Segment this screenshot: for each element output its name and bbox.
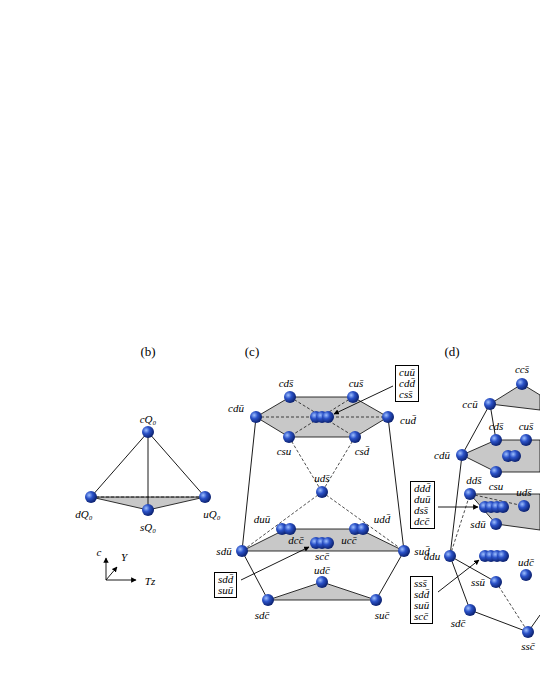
state-label: ssū — [471, 576, 485, 588]
state-label: ddd̄ — [414, 483, 431, 494]
state-label: csd̄ — [355, 445, 370, 457]
state-label: dQ₀ — [75, 508, 92, 520]
state-label: sQ₀ — [140, 521, 156, 533]
state-label: suc̄ — [375, 609, 390, 621]
state-label: csu — [277, 445, 292, 457]
state-label: udd̄ — [374, 513, 391, 525]
state-label: udc̄ — [314, 564, 330, 576]
state-label: cQ₀ — [140, 413, 157, 425]
state-label: Y — [121, 551, 127, 563]
state-label: cds̄ — [279, 377, 294, 389]
state-label: sdd̄ — [414, 589, 429, 600]
state-label: dds̄ — [466, 474, 481, 486]
state-label: uQ₀ — [203, 508, 220, 520]
state-list-box: ddd̄duūdss̄dcc̄ — [410, 481, 435, 529]
state-list-box: cuūcdd̄css̄ — [395, 365, 419, 402]
state-label: sdd̄ — [218, 574, 233, 585]
state-label: sdc̄ — [451, 617, 466, 629]
state-label: ccū — [462, 398, 477, 410]
state-list-box: sdd̄suū — [214, 572, 237, 598]
state-label: ddu — [424, 550, 441, 562]
panel-label: (b) — [140, 345, 155, 359]
state-label: dcc̄ — [414, 516, 431, 527]
state-label: ccs̄ — [515, 363, 529, 375]
state-label: suū — [414, 600, 429, 611]
state-label: cds̄ — [489, 420, 504, 432]
state-label: css̄ — [399, 389, 415, 400]
state-label: cdū — [434, 449, 450, 461]
panel-label: (c) — [245, 345, 259, 359]
state-label: Tz — [145, 575, 155, 587]
state-label: sss̄ — [414, 578, 429, 589]
state-label: csu — [489, 480, 504, 492]
state-label: cdd̄ — [399, 378, 415, 389]
state-label: c — [97, 546, 102, 558]
state-label: dcc̄ — [288, 534, 303, 546]
state-label: ucc̄ — [341, 534, 356, 546]
state-label: ssc̄ — [521, 640, 534, 652]
state-label: cus̄ — [519, 420, 534, 432]
state-label: scc̄ — [315, 550, 329, 562]
state-label: scc̄ — [414, 611, 429, 622]
state-label: cdū — [228, 402, 244, 414]
state-list-box: sss̄sdd̄suūscc̄ — [410, 576, 433, 624]
state-label: dss̄ — [414, 505, 431, 516]
state-label: duū — [414, 494, 431, 505]
state-label: cuū — [399, 367, 415, 378]
state-label: uds̄ — [516, 486, 531, 498]
state-label: uds̄ — [314, 472, 329, 484]
state-label: cud̄ — [400, 414, 416, 426]
state-label: sdū — [470, 518, 485, 530]
state-label: sdc̄ — [255, 609, 270, 621]
state-label: cus̄ — [349, 377, 364, 389]
state-label: duū — [254, 513, 271, 525]
state-label: udc̄ — [518, 556, 534, 568]
state-label: sdū — [216, 545, 231, 557]
panel-label: (d) — [444, 345, 459, 359]
state-label: suū — [218, 585, 233, 596]
